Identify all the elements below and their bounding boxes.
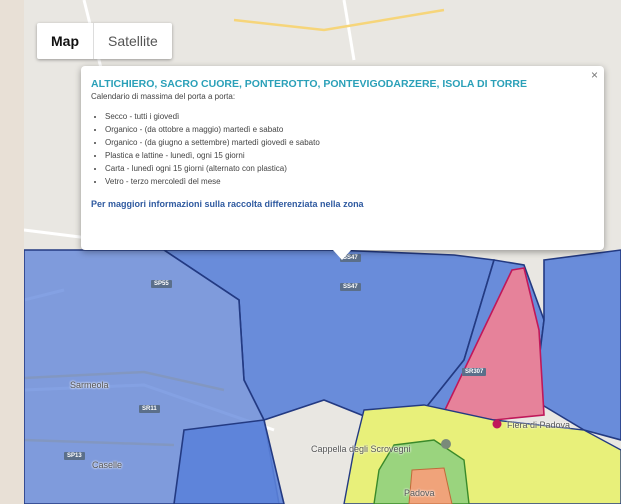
calendar-subtitle: Calendario di massima del porta a porta: [91,92,236,101]
schedule-item: Secco - tutti i giovedì [105,110,594,123]
map-canvas[interactable]: SP55 SR11 SP13 SS47 SS47 SR307 Sarmeola … [24,0,621,504]
fiera-pin[interactable] [492,419,502,429]
map-type-satellite-button[interactable]: Satellite [108,33,158,49]
zone-south-west[interactable] [173,419,285,504]
road-shield-sp13: SP13 [64,452,85,460]
map-type-map-button[interactable]: Map [37,23,94,59]
place-label-fiera: Fiera di Padova [507,420,571,430]
schedule-item: Organico - (da ottobre a maggio) martedì… [105,123,594,136]
place-label-cappella: Cappella degli Scrovegni [311,444,411,454]
schedule-item: Organico - (da giugno a settembre) marte… [105,136,594,149]
schedule-list: Secco - tutti i giovedì Organico - (da o… [91,110,594,188]
road-shield-sp55: SP55 [151,280,172,288]
more-info-link[interactable]: Per maggiori informazioni sulla raccolta… [91,199,364,209]
road-shield-sr11: SR11 [139,405,160,413]
place-label-padova: Padova [404,488,435,498]
schedule-item: Vetro - terzo mercoledì del mese [105,175,594,188]
zone-east[interactable] [533,249,621,441]
map-type-control: Map Satellite [37,23,172,59]
road-shield-sr307: SR307 [462,368,487,376]
info-window: × ALTICHIERO, SACRO CUORE, PONTEROTTO, P… [81,66,604,260]
scrovegni-pin[interactable] [441,439,451,449]
schedule-item: Plastica e lattine - lunedì, ogni 15 gio… [105,149,594,162]
place-label-sarmeola: Sarmeola [70,380,109,390]
zone-center[interactable] [408,467,453,504]
schedule-item: Carta - lunedì ogni 15 giorni (alternato… [105,162,594,175]
place-label-caselle: Caselle [92,460,123,470]
road-shield-ss47-b: SS47 [340,283,361,291]
zone-title: ALTICHIERO, SACRO CUORE, PONTEROTTO, PON… [91,78,527,90]
map-layer [24,0,621,504]
close-icon[interactable]: × [590,68,598,82]
